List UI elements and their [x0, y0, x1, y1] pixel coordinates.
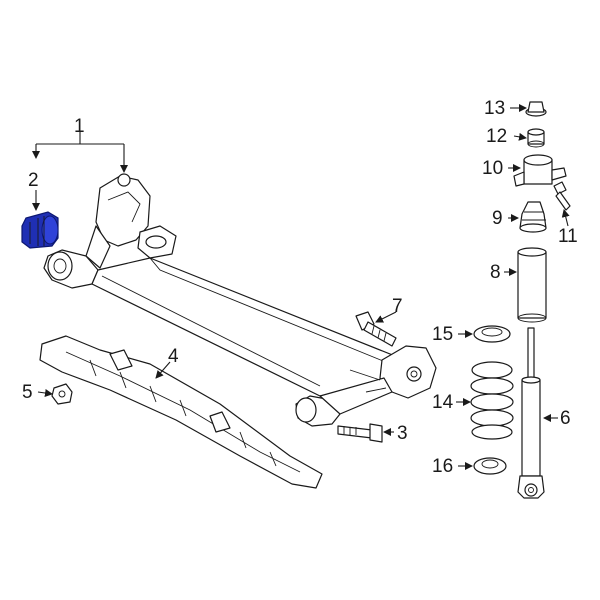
coil-spring[interactable] — [470, 361, 514, 440]
rear-axle-beam[interactable] — [43, 173, 437, 427]
dust-boot[interactable] — [517, 247, 547, 323]
callout-11[interactable]: 11 — [558, 226, 578, 247]
callout-10[interactable]: 10 — [482, 158, 503, 179]
callout-3[interactable]: 3 — [397, 423, 408, 444]
callout-7[interactable]: 7 — [392, 296, 403, 317]
mount-nut[interactable] — [525, 101, 547, 117]
shock-absorber[interactable] — [517, 327, 545, 499]
callout-5[interactable]: 5 — [22, 382, 33, 403]
bump-stop[interactable] — [519, 201, 547, 233]
axle-bushing[interactable] — [21, 211, 59, 249]
callout-15[interactable]: 15 — [432, 324, 453, 345]
callout-13[interactable]: 13 — [484, 98, 505, 119]
callout-16[interactable]: 16 — [432, 456, 453, 477]
mount-bushing[interactable] — [527, 128, 545, 148]
callout-6[interactable]: 6 — [560, 408, 571, 429]
callout-4[interactable]: 4 — [168, 346, 179, 367]
axle-shield[interactable] — [39, 335, 323, 489]
upper-bolt[interactable] — [355, 311, 397, 347]
lower-spring-seat[interactable] — [473, 457, 507, 475]
callout-1[interactable]: 1 — [74, 116, 85, 137]
upper-mount[interactable] — [513, 154, 567, 187]
callout-12[interactable]: 12 — [486, 126, 507, 147]
callout-labels: 1 2 3 4 5 6 7 8 9 10 11 12 13 14 15 16 — [22, 98, 578, 477]
leader-lines — [32, 104, 570, 470]
mount-bolt[interactable] — [553, 181, 571, 211]
clip-nut[interactable] — [51, 383, 73, 405]
callout-14[interactable]: 14 — [432, 392, 454, 413]
callout-2[interactable]: 2 — [28, 170, 39, 191]
callout-9[interactable]: 9 — [492, 208, 503, 229]
callout-8[interactable]: 8 — [490, 262, 501, 283]
lower-bolt[interactable] — [337, 423, 383, 443]
upper-spring-seat[interactable] — [473, 325, 511, 343]
